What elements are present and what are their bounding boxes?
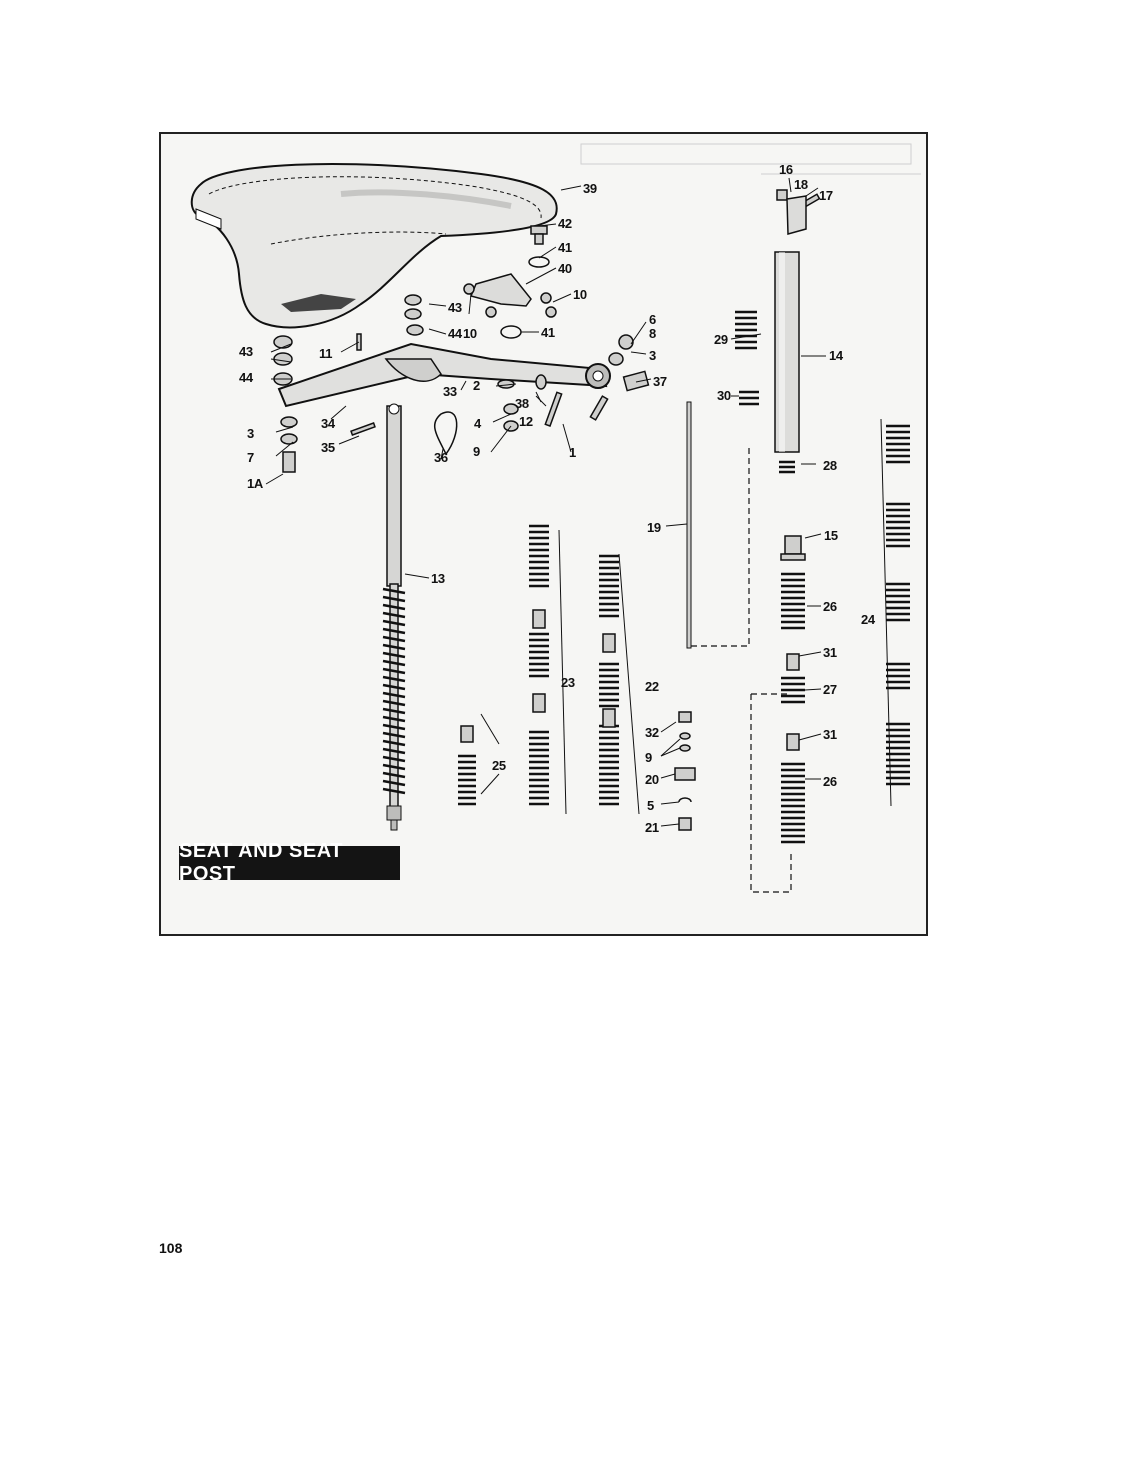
callout-31a: 31	[823, 645, 837, 660]
callout-28: 28	[823, 458, 837, 473]
seat-post-tube-14	[774, 251, 800, 453]
callout-5: 5	[647, 798, 654, 813]
callout-30: 30	[717, 388, 731, 403]
callout-35: 35	[321, 440, 335, 455]
callout-29: 29	[714, 332, 728, 347]
callout-10a: 10	[573, 287, 587, 302]
callout-41a: 41	[558, 240, 572, 255]
callout-10b: 10	[463, 326, 477, 341]
callout-18: 18	[794, 177, 808, 192]
callout-44a: 44	[448, 326, 463, 341]
callout-40: 40	[558, 261, 572, 276]
page-number: 108	[159, 1240, 183, 1256]
callout-16: 16	[779, 162, 793, 177]
callout-8: 8	[649, 326, 656, 341]
callout-21: 21	[645, 820, 659, 835]
group-brackets	[480, 418, 892, 815]
callout-23: 23	[561, 675, 575, 690]
callout-labels: 16 18 17 39 42 41 40 10 43 44 10 41 6 8 …	[239, 162, 876, 835]
callout-42: 42	[558, 216, 572, 231]
callout-24: 24	[861, 612, 876, 627]
callout-26b: 26	[823, 774, 837, 789]
callout-11: 11	[319, 346, 332, 361]
callout-36: 36	[434, 450, 448, 465]
diagram-frame: 16 18 17 39 42 41 40 10 43 44 10 41 6 8 …	[159, 132, 928, 936]
callout-7: 7	[247, 450, 254, 465]
callout-32: 32	[645, 725, 659, 740]
callout-19: 19	[647, 520, 661, 535]
callout-27: 27	[823, 682, 837, 697]
callout-43b: 43	[239, 344, 253, 359]
callout-44b: 44	[239, 370, 254, 385]
callout-2: 2	[473, 378, 480, 393]
callout-9b: 9	[645, 750, 652, 765]
callout-25: 25	[492, 758, 506, 773]
callout-12: 12	[519, 414, 533, 429]
spring-rod-19	[686, 401, 692, 649]
callout-6: 6	[649, 312, 656, 327]
diagram-title: SEAT AND SEAT POST	[179, 840, 400, 885]
callout-43a: 43	[448, 300, 462, 315]
callout-1A: 1A	[247, 476, 264, 491]
callout-34: 34	[321, 416, 336, 431]
callout-14: 14	[829, 348, 844, 363]
callout-13: 13	[431, 571, 445, 586]
callout-3a: 3	[649, 348, 656, 363]
callout-3b: 3	[247, 426, 254, 441]
callout-4: 4	[474, 416, 482, 431]
callout-9a: 9	[473, 444, 480, 459]
seat-post	[382, 403, 406, 831]
mounting-bracket-40	[469, 273, 532, 307]
callout-15: 15	[824, 528, 838, 543]
callout-41b: 41	[541, 325, 555, 340]
spring-clip-36	[433, 411, 458, 456]
callout-38: 38	[515, 396, 529, 411]
callout-33: 33	[443, 384, 457, 399]
callout-26a: 26	[823, 599, 837, 614]
callout-1: 1	[569, 445, 576, 460]
seat-bracket	[277, 342, 611, 408]
springs	[458, 310, 910, 844]
callout-37: 37	[653, 374, 667, 389]
callout-20: 20	[645, 772, 659, 787]
callout-39: 39	[583, 181, 597, 196]
exploded-parts-diagram: 16 18 17 39 42 41 40 10 43 44 10 41 6 8 …	[190, 143, 921, 893]
callout-22: 22	[645, 679, 659, 694]
callout-31b: 31	[823, 727, 837, 742]
spring-plugs	[460, 535, 806, 831]
assembly-path	[691, 446, 792, 893]
leader-lines	[265, 177, 826, 827]
callout-17: 17	[819, 188, 833, 203]
seat	[190, 162, 558, 329]
